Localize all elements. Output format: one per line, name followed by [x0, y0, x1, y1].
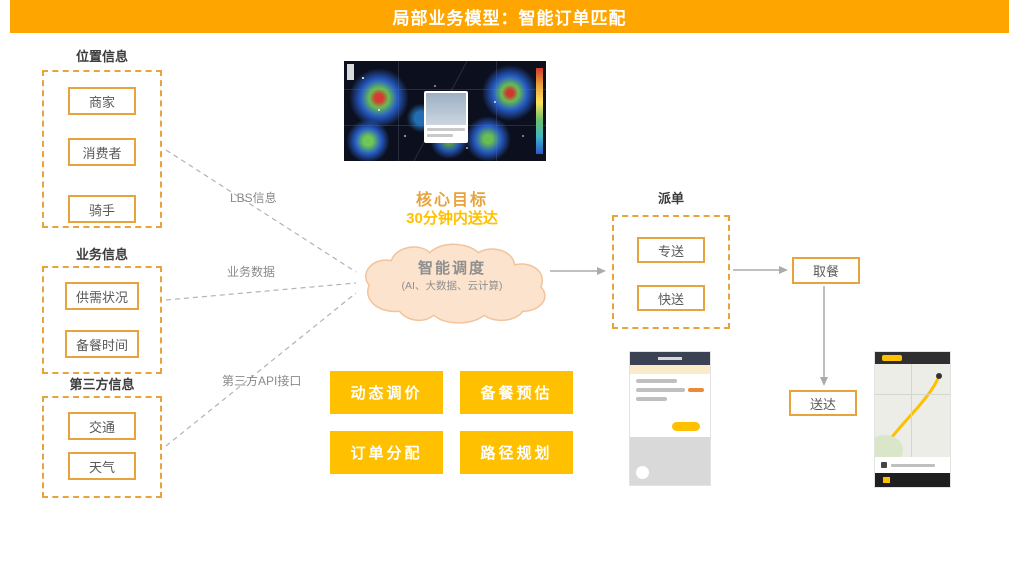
node-dedicated-delivery: 专送 [637, 237, 705, 263]
app-text-line [636, 397, 667, 401]
button-dynamic-pricing: 动态调价 [330, 371, 443, 414]
navigation-app-screenshot [875, 352, 950, 487]
heat-blob [462, 113, 514, 161]
map-street-line [344, 89, 546, 90]
app-lower-panel [630, 437, 710, 485]
node-rider: 骑手 [68, 195, 136, 223]
heat-scale-legend [536, 68, 543, 154]
popup-text-line [427, 134, 454, 137]
map-zoom-control [347, 64, 354, 80]
nav-map-area [875, 364, 950, 457]
group-label-business: 业务信息 [75, 247, 128, 262]
location-info-group: 商家 消费者 骑手 [42, 70, 162, 228]
edge-label-lbs: LBS信息 [230, 191, 277, 205]
heatmap-screenshot [344, 61, 546, 161]
app-message-area [630, 374, 710, 437]
heat-blob [344, 117, 392, 161]
order-app-screenshot [630, 352, 710, 485]
group-label-location: 位置信息 [75, 49, 128, 64]
node-pickup: 取餐 [792, 257, 860, 284]
popup-text-line [427, 128, 465, 131]
map-popup-card [424, 91, 468, 143]
title-bar: 局部业务模型：智能订单匹配 [10, 0, 1009, 33]
group-label-thirdparty: 第三方信息 [69, 377, 135, 392]
nav-poi-icon [881, 462, 887, 468]
app-title-bar [630, 352, 710, 365]
button-route-planning: 路径规划 [460, 431, 573, 474]
map-marker-dots [362, 77, 364, 79]
node-consumer: 消费者 [68, 138, 136, 166]
app-text-line [636, 379, 677, 383]
nav-footer-chip [883, 477, 890, 483]
popup-photo [426, 93, 466, 125]
app-notice-banner [630, 365, 710, 374]
thirdparty-info-group: 交通 天气 [42, 396, 162, 498]
business-info-group: 供需状况 备餐时间 [42, 266, 162, 374]
button-order-allocation: 订单分配 [330, 431, 443, 474]
map-street-line [875, 394, 950, 395]
nav-status-bar [875, 352, 950, 364]
cloud-label: 智能调度 (AI、大数据、云计算) [382, 257, 522, 294]
button-prep-estimate: 备餐预估 [460, 371, 573, 414]
nav-bottom-bar [875, 473, 950, 487]
node-merchant: 商家 [68, 87, 136, 115]
node-weather: 天气 [68, 452, 136, 480]
node-delivery: 送达 [789, 390, 857, 416]
edge-label-business-data: 业务数据 [227, 265, 276, 279]
node-prep-time: 备餐时间 [65, 330, 139, 358]
map-street-line [911, 364, 912, 457]
core-goal-title: 核心目标 [415, 192, 488, 209]
dispatch-group-label: 派单 [657, 191, 684, 206]
app-action-button [672, 422, 700, 431]
app-highlight-text [688, 388, 704, 392]
node-traffic: 交通 [68, 412, 136, 440]
page-title: 局部业务模型：智能订单匹配 [392, 9, 627, 28]
dispatch-group: 专送 快送 [612, 215, 730, 329]
core-goal-subtitle: 30分钟内送达 [406, 210, 498, 227]
map-park-area [875, 435, 903, 457]
nav-header-chip [882, 355, 902, 361]
nav-text-line [891, 463, 936, 467]
node-supply-demand: 供需状况 [65, 282, 139, 310]
node-fast-delivery: 快送 [637, 285, 705, 311]
nav-info-row [875, 457, 950, 473]
app-text-line [636, 388, 685, 392]
edge-label-api: 第三方API接口 [222, 374, 302, 388]
cloud-shape [365, 243, 546, 324]
cloud-title: 智能调度 [417, 260, 486, 277]
cloud-subtitle: (AI、大数据、云计算) [401, 280, 503, 292]
app-avatar-badge [636, 466, 649, 479]
